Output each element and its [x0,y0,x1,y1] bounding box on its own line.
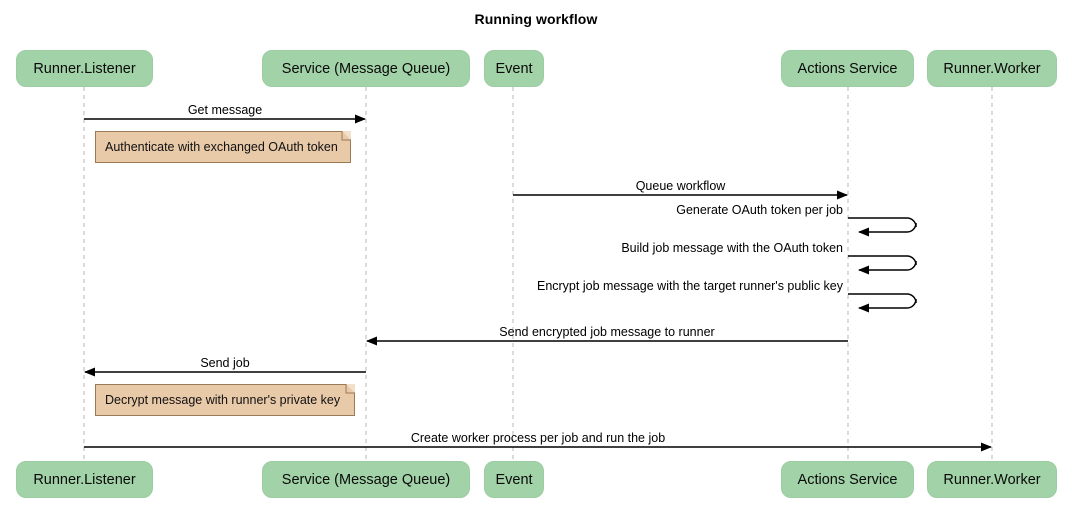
message-label-encrypt-job-message-with-the-target-runners-public-key: Encrypt job message with the target runn… [536,279,843,293]
participant-event-top[interactable]: Event [484,50,544,87]
note-authenticate-with-exchanged-oauth-token: Authenticate with exchanged OAuth token [95,131,351,163]
participant-actions-service-bottom[interactable]: Actions Service [781,461,914,498]
participant-label: Actions Service [797,471,898,488]
participant-label: Runner.Listener [33,471,136,488]
note-label: Authenticate with exchanged OAuth token [105,140,338,154]
participant-label: Runner.Worker [943,60,1041,77]
participant-label: Actions Service [797,60,898,77]
participant-label: Event [495,60,533,77]
page-title: Running workflow [474,11,598,27]
message-label-get-message: Get message [187,103,263,117]
note-fold-corner-icon [342,131,351,140]
message-arrow-encrypt-job-message-with-the-target-runners-public-key [848,293,917,313]
message-label-queue-workflow: Queue workflow [635,179,726,193]
participant-runner-worker-bottom[interactable]: Runner.Worker [927,461,1057,498]
participant-service-message-queue-top[interactable]: Service (Message Queue) [262,50,470,87]
message-label-send-job: Send job [200,356,250,370]
participant-label: Service (Message Queue) [281,60,451,77]
participant-runner-listener-top[interactable]: Runner.Listener [16,50,153,87]
participant-runner-worker-top[interactable]: Runner.Worker [927,50,1057,87]
participant-service-message-queue-bottom[interactable]: Service (Message Queue) [262,461,470,498]
message-arrow-build-job-message-with-the-oauth-token [848,255,917,275]
message-label-generate-oauth-token-per-job: Generate OAuth token per job [676,203,843,217]
participant-label: Runner.Worker [943,471,1041,488]
participant-event-bottom[interactable]: Event [484,461,544,498]
message-arrow-generate-oauth-token-per-job [848,217,917,237]
message-label-send-encrypted-job-message-to-runner: Send encrypted job message to runner [499,325,715,339]
participant-label: Service (Message Queue) [281,471,451,488]
note-fold-corner-icon [346,384,355,393]
message-label-create-worker-process-per-job-and-run-the-job: Create worker process per job and run th… [410,431,666,445]
message-label-build-job-message-with-the-oauth-token: Build job message with the OAuth token [621,241,843,255]
participant-actions-service-top[interactable]: Actions Service [781,50,914,87]
participant-label: Event [495,471,533,488]
note-label: Decrypt message with runner's private ke… [105,393,341,407]
note-decrypt-message-with-runners-private-key: Decrypt message with runner's private ke… [95,384,355,416]
participant-label: Runner.Listener [33,60,136,77]
lifelines-group [83,87,993,461]
arrows-group [84,114,992,452]
participant-runner-listener-bottom[interactable]: Runner.Listener [16,461,153,498]
